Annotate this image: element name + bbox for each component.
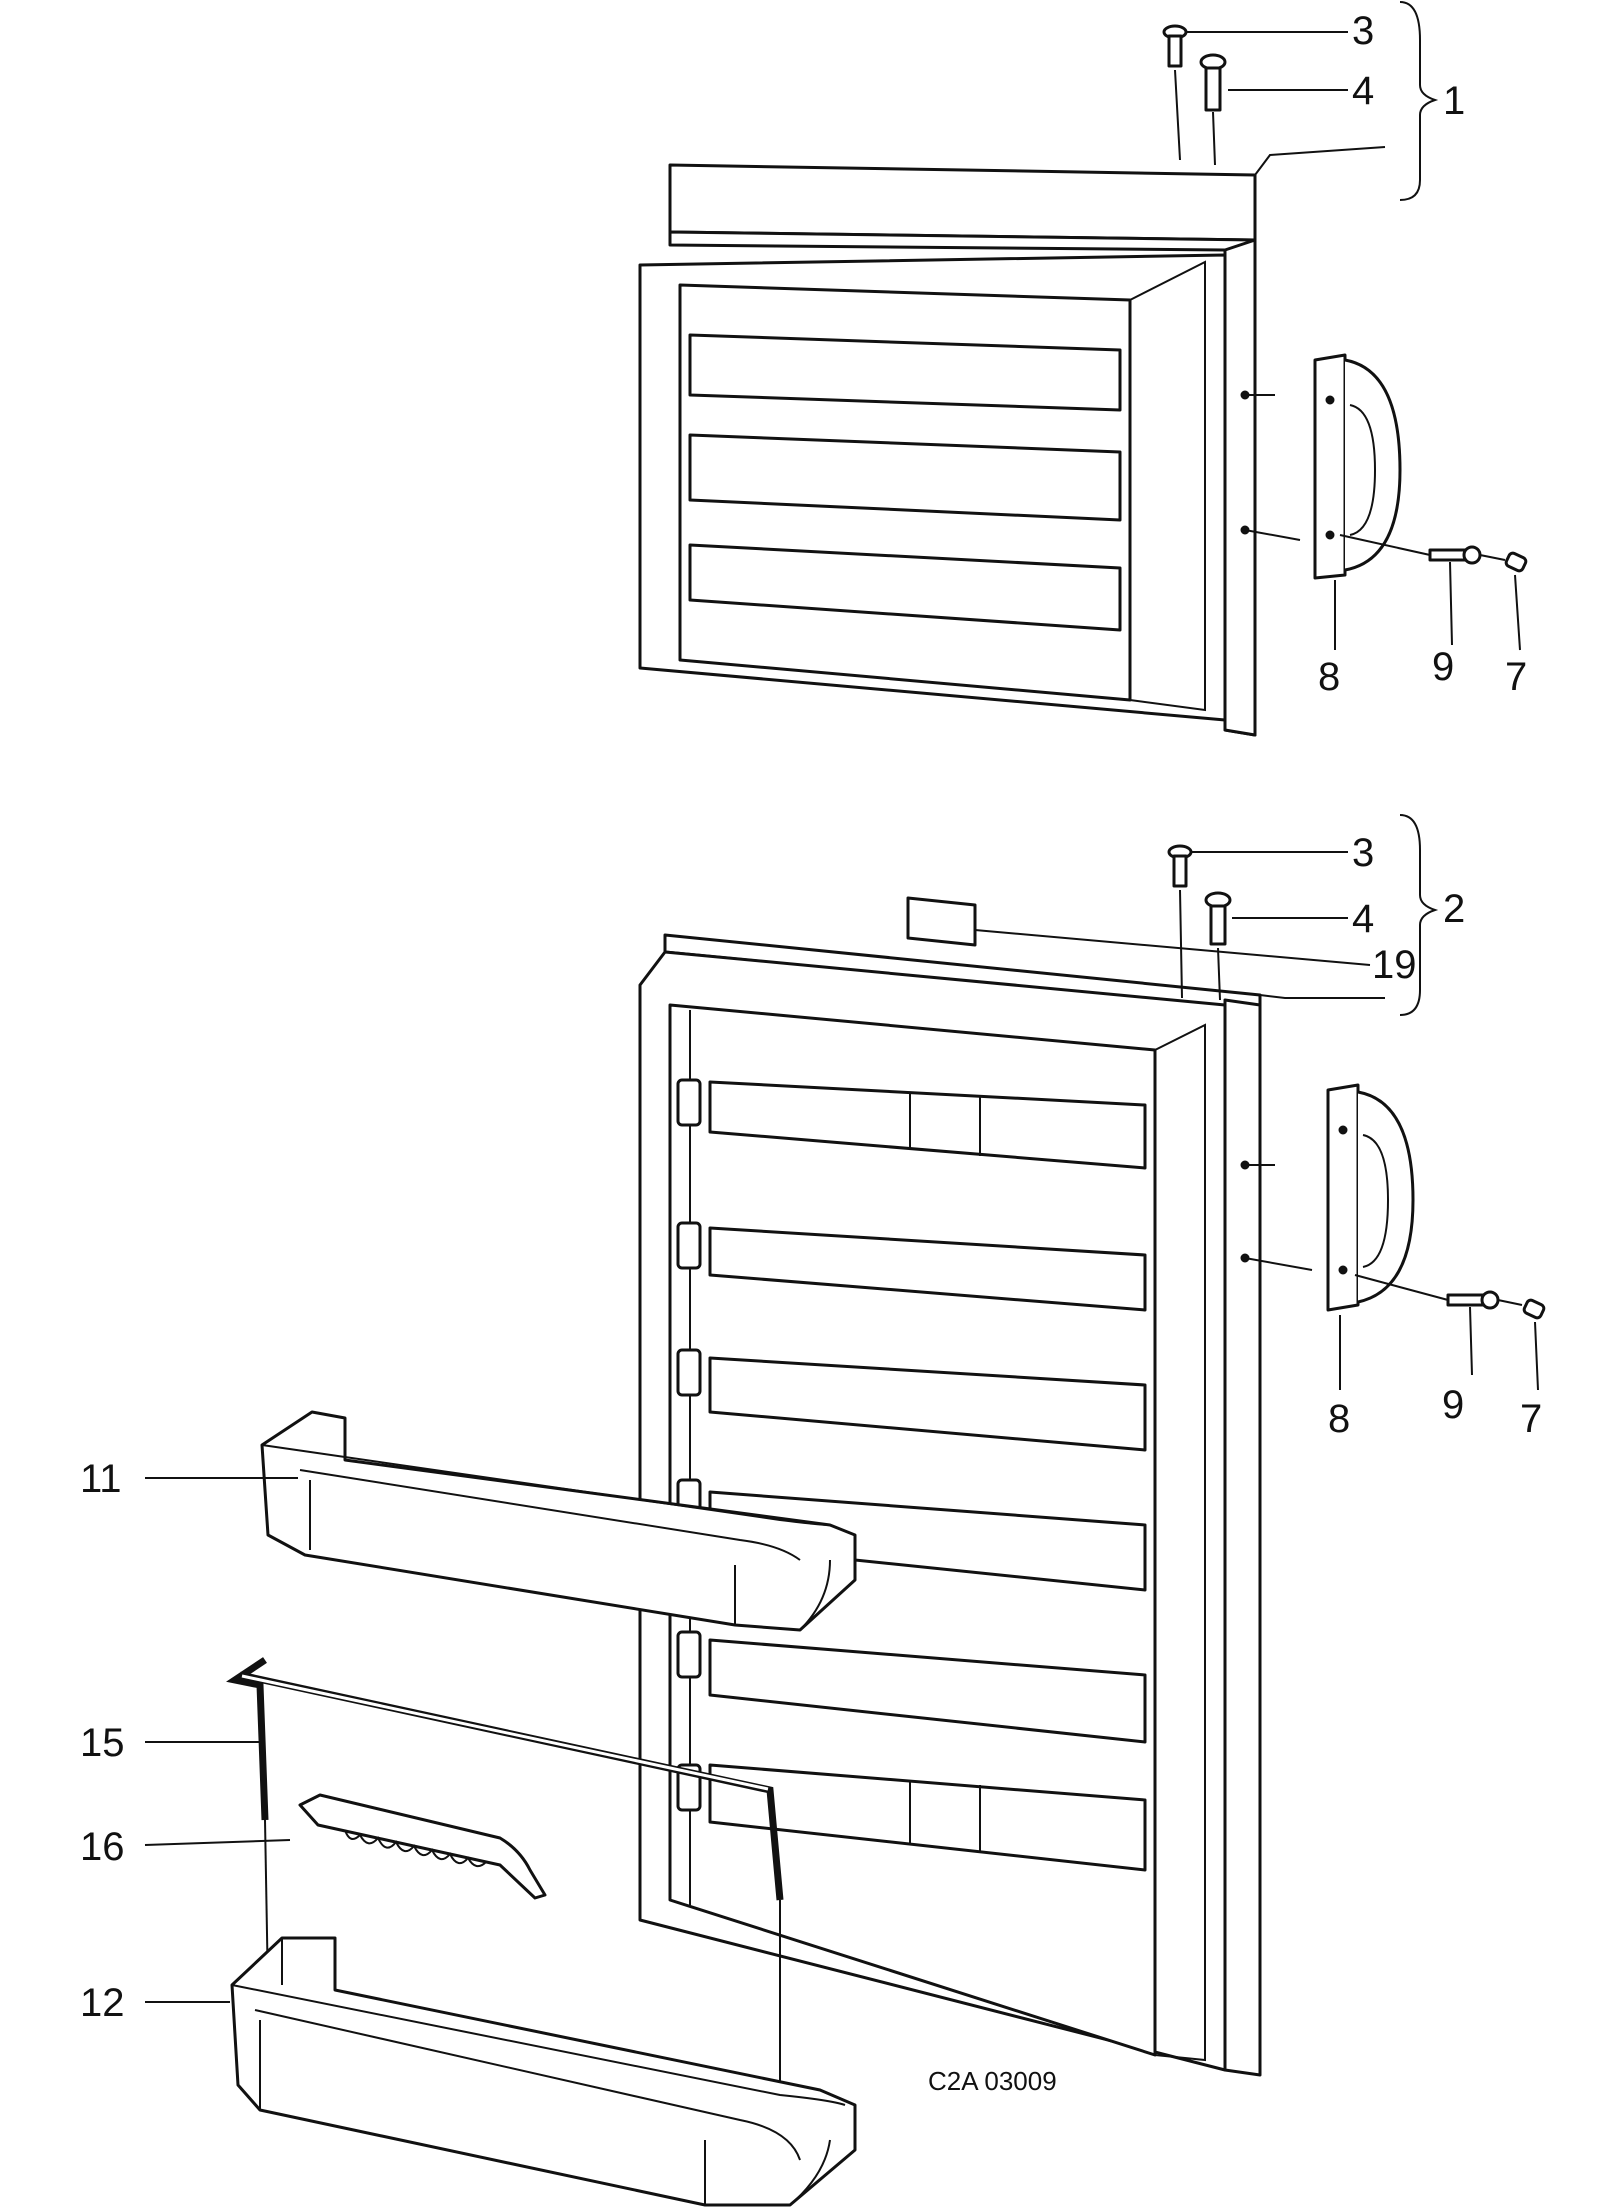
callout-shelf-12: 12 [80, 1981, 125, 2025]
upper-door-rib [688, 333, 1122, 412]
upper-door-rib [688, 433, 1122, 522]
lower-door-side [1223, 998, 1262, 2077]
upper-door-shelf [260, 1410, 857, 1632]
callout-upper-9: 9 [1432, 645, 1454, 689]
upper-assembly-bracket [1399, 1, 1439, 201]
callout-shelf-11: 11 [80, 1457, 122, 1501]
egg-tray [298, 1793, 547, 1900]
plug-19-icon [906, 896, 977, 947]
callout-lower-4: 4 [1352, 897, 1374, 941]
callout-lower-8: 8 [1328, 1397, 1350, 1441]
lower-door-rib [708, 1763, 1147, 1872]
lower-door-rib [708, 1080, 1147, 1170]
callout-lower-2: 2 [1443, 887, 1465, 931]
lower-door-rib [708, 1356, 1147, 1452]
lower-door [638, 933, 1313, 2077]
upper-screw-4-icon [1199, 53, 1227, 112]
callout-lower-7: 7 [1520, 1397, 1542, 1441]
upper-screw-9-icon [1428, 545, 1482, 565]
lower-door-rib [708, 1226, 1147, 1312]
callout-upper-4: 4 [1352, 69, 1374, 113]
lower-screw-9-icon [1446, 1290, 1500, 1310]
upper-door-top-strip [668, 163, 1257, 242]
callout-upper-8: 8 [1318, 655, 1340, 699]
upper-cap-7-icon [1504, 551, 1528, 573]
upper-door-rib [688, 543, 1122, 632]
upper-door [638, 163, 1301, 737]
callout-eggtray-16: 16 [80, 1825, 125, 1869]
lower-cap-7-icon [1522, 1298, 1546, 1320]
callout-upper-3: 3 [1352, 9, 1374, 53]
callout-lower-3: 3 [1352, 831, 1374, 875]
upper-door-side [1223, 238, 1257, 737]
callout-lower-19: 19 [1372, 943, 1417, 987]
lower-handle [1326, 1083, 1415, 1312]
lower-door-rib [708, 1638, 1147, 1744]
lower-screw-4-icon [1204, 891, 1232, 946]
callout-lower-9: 9 [1442, 1383, 1464, 1427]
callout-upper-7: 7 [1505, 655, 1527, 699]
callout-upper-1: 1 [1443, 79, 1465, 123]
wire-retainer [226, 1657, 784, 1901]
lower-assembly-bracket [1399, 814, 1439, 1016]
upper-handle [1313, 353, 1402, 580]
lower-door-shelf [230, 1936, 857, 2207]
upper-screw-3-icon [1162, 24, 1188, 68]
callout-retainer-15: 15 [80, 1721, 125, 1765]
drawing-code: C2A 03009 [928, 2066, 1057, 2096]
lower-screw-3-icon [1167, 844, 1193, 888]
